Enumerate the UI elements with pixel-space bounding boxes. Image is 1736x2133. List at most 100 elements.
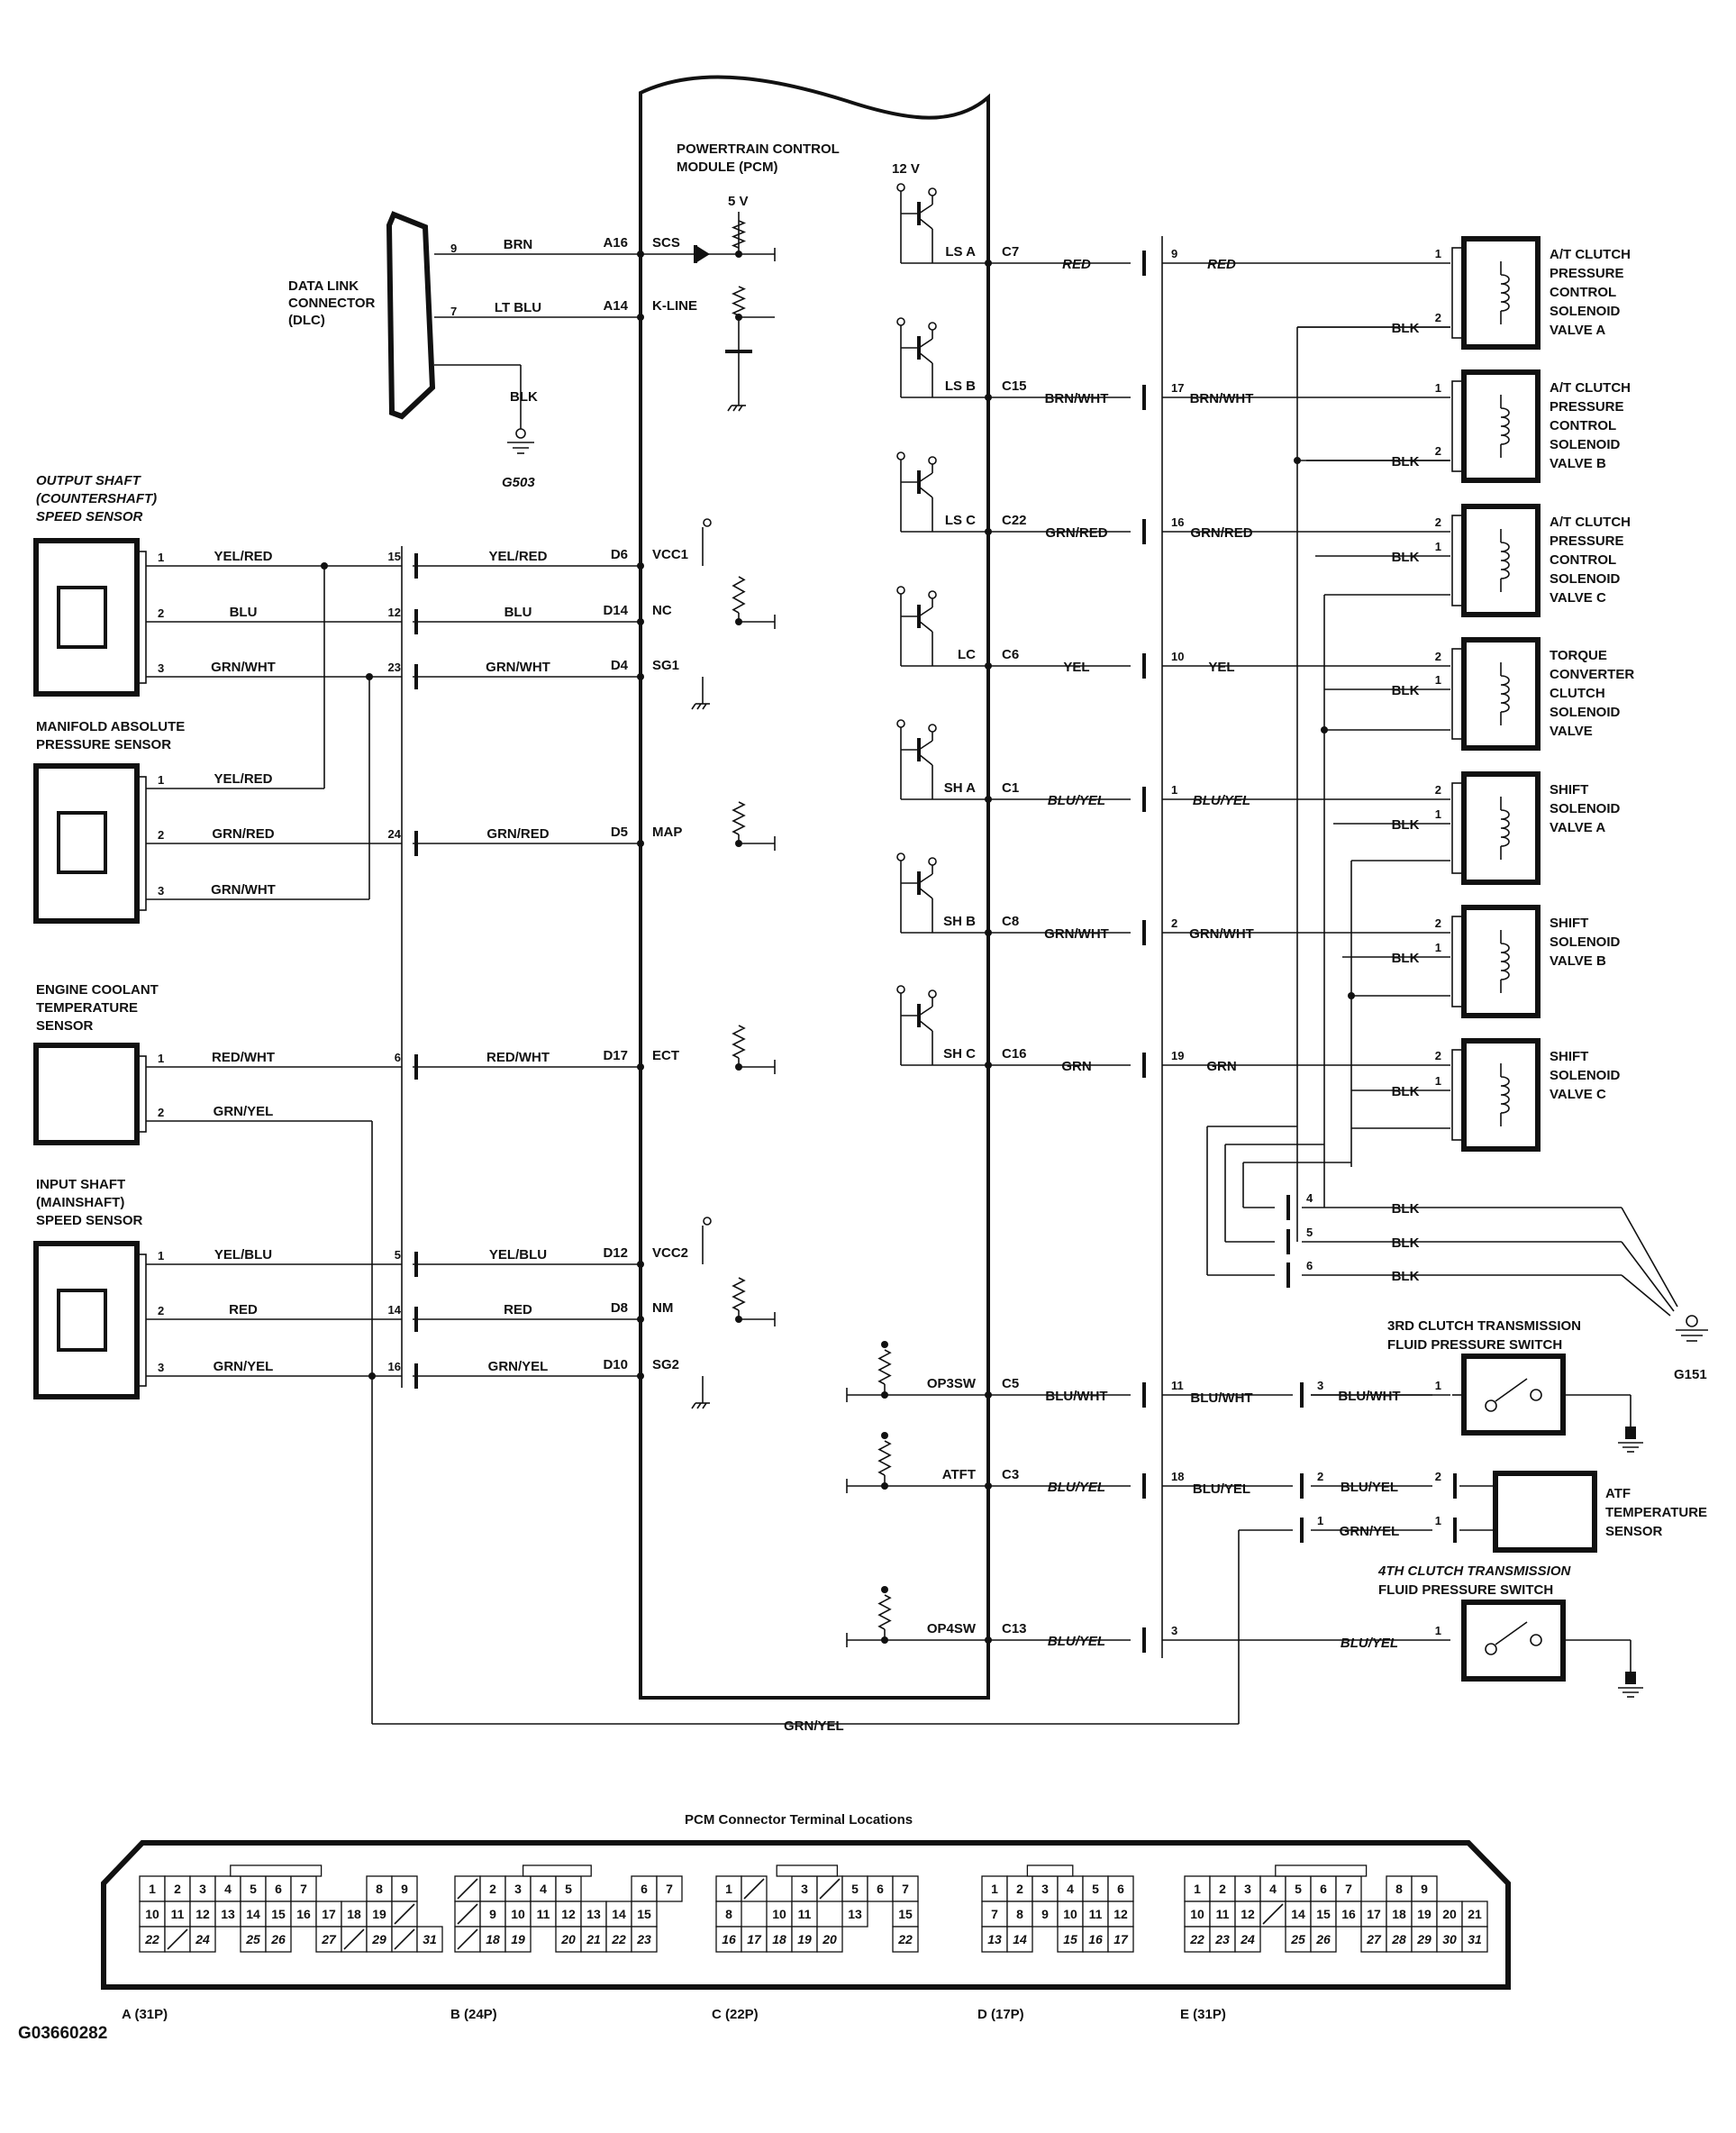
- terminal-cell: [1360, 1926, 1387, 1953]
- supply-terminal: [928, 590, 937, 599]
- switch3-body: [1461, 1354, 1566, 1436]
- sensor-wire-color: GRN/WHT: [211, 660, 276, 675]
- solenoid-coil: [1500, 675, 1510, 713]
- terminal-cell: [715, 1901, 742, 1928]
- terminal-number: 11: [1089, 1907, 1103, 1921]
- terminal-cell: [1057, 1901, 1084, 1928]
- terminal-cell: [189, 1926, 216, 1953]
- wire-color: GRN/YEL: [488, 1359, 549, 1374]
- bottom-return-wire: GRN/YEL: [371, 1121, 1293, 1734]
- wire-color: GRN/WHT: [1189, 926, 1254, 942]
- wire-color-blu-wht: BLU/WHT: [1190, 1390, 1252, 1406]
- solenoid-name: VALVE: [1550, 724, 1593, 739]
- resistor-symbol: [732, 1025, 746, 1059]
- terminal-number: 6: [1117, 1882, 1124, 1896]
- pcm-pin: C13: [1002, 1621, 1027, 1636]
- terminal-number: 1: [725, 1882, 732, 1896]
- wire-segment: [918, 887, 933, 899]
- harness-pin: 19: [1171, 1049, 1184, 1062]
- terminal-cell: [1032, 1901, 1059, 1928]
- pcm-signal: K-LINE: [652, 298, 697, 314]
- terminal-number: 15: [271, 1907, 286, 1921]
- supply-terminal: [881, 1586, 888, 1593]
- solenoid-name: TORQUE: [1550, 648, 1607, 663]
- terminal-number: 27: [321, 1932, 337, 1946]
- solenoid-name: SOLENOID: [1550, 801, 1621, 816]
- switch-contact: [1530, 1634, 1542, 1646]
- terminal-number: 3: [199, 1882, 206, 1896]
- switch4-pin: 1: [1435, 1624, 1441, 1637]
- harness-pin: 14: [388, 1303, 402, 1317]
- resistor-symbol: [877, 1440, 892, 1476]
- terminal-cell: [1209, 1901, 1236, 1928]
- sensor-pin: 3: [158, 1361, 164, 1374]
- solenoid-pin: 2: [1435, 515, 1441, 529]
- terminal-number: 9: [1041, 1907, 1049, 1921]
- terminal-number: 17: [1113, 1932, 1129, 1946]
- sensor-pin: 2: [158, 1106, 164, 1119]
- terminal-cell: [265, 1875, 292, 1902]
- connector-label: B (24P): [450, 2007, 497, 2022]
- terminal-cell: [1461, 1926, 1488, 1953]
- switch-arm: [1495, 1621, 1528, 1645]
- switch3-name-1: 3RD CLUTCH TRANSMISSION: [1387, 1318, 1581, 1334]
- sensor-name: TEMPERATURE: [36, 1000, 138, 1016]
- terminal-cell: [1386, 1926, 1413, 1953]
- figure-id: G03660282: [18, 2024, 107, 2043]
- ground-hatch: [691, 703, 696, 710]
- solenoid-connector: [1451, 247, 1464, 339]
- solenoid-ground-wire: BLK: [1392, 817, 1420, 833]
- pcm-signal: SH A: [944, 780, 976, 796]
- sensor-pin: 2: [158, 828, 164, 842]
- dlc-label-3: (DLC): [288, 313, 325, 328]
- solenoid-ground-wire: BLK: [1392, 454, 1420, 469]
- sensor-body: [33, 1241, 140, 1399]
- connector-latch: [522, 1864, 592, 1877]
- wire-color: GRN/RED: [1045, 525, 1107, 541]
- terminal-cell: [1285, 1875, 1312, 1902]
- solenoid-pin: 1: [1435, 1074, 1441, 1088]
- harness-pin: 5: [395, 1248, 401, 1262]
- connector-label: C (22P): [712, 2007, 759, 2022]
- terminal-number: 14: [1291, 1907, 1305, 1921]
- atf-name-1: ATF: [1605, 1486, 1631, 1501]
- supply-terminal: [928, 322, 937, 331]
- sensor-name: SPEED SENSOR: [36, 1213, 143, 1228]
- terminal-number: 3: [1041, 1882, 1049, 1896]
- junction-dot: [881, 1391, 888, 1399]
- solenoid-name: PRESSURE: [1550, 399, 1624, 415]
- solenoid-pin: 2: [1435, 650, 1441, 663]
- terminal-cell: [1184, 1926, 1211, 1953]
- supply-terminal: [896, 183, 905, 192]
- wire-color: YEL: [1208, 660, 1234, 675]
- terminal-number: 19: [372, 1907, 386, 1921]
- sensor-connector: [136, 1055, 147, 1133]
- diode-symbol: [695, 245, 710, 263]
- terminal-number: 11: [798, 1907, 812, 1921]
- solenoid-name: PRESSURE: [1550, 533, 1624, 549]
- sensor-name: PRESSURE SENSOR: [36, 737, 171, 752]
- pcm-module: POWERTRAIN CONTROL MODULE (PCM): [639, 75, 990, 1700]
- ground-hatch: [696, 1402, 702, 1409]
- sensor-pin: 1: [158, 1052, 164, 1065]
- terminal-cell: [341, 1901, 368, 1928]
- terminal-number: 25: [245, 1932, 260, 1946]
- solenoid-coil: [1500, 943, 1510, 980]
- terminal-cell: [1285, 1901, 1312, 1928]
- sensor-name: (COUNTERSHAFT): [36, 491, 157, 506]
- solenoid-name: VALVE C: [1550, 590, 1606, 606]
- terminal-cell: [1082, 1901, 1109, 1928]
- solenoid-name: SOLENOID: [1550, 571, 1621, 587]
- terminal-cell: [1107, 1926, 1134, 1953]
- junction-dot: [637, 673, 644, 680]
